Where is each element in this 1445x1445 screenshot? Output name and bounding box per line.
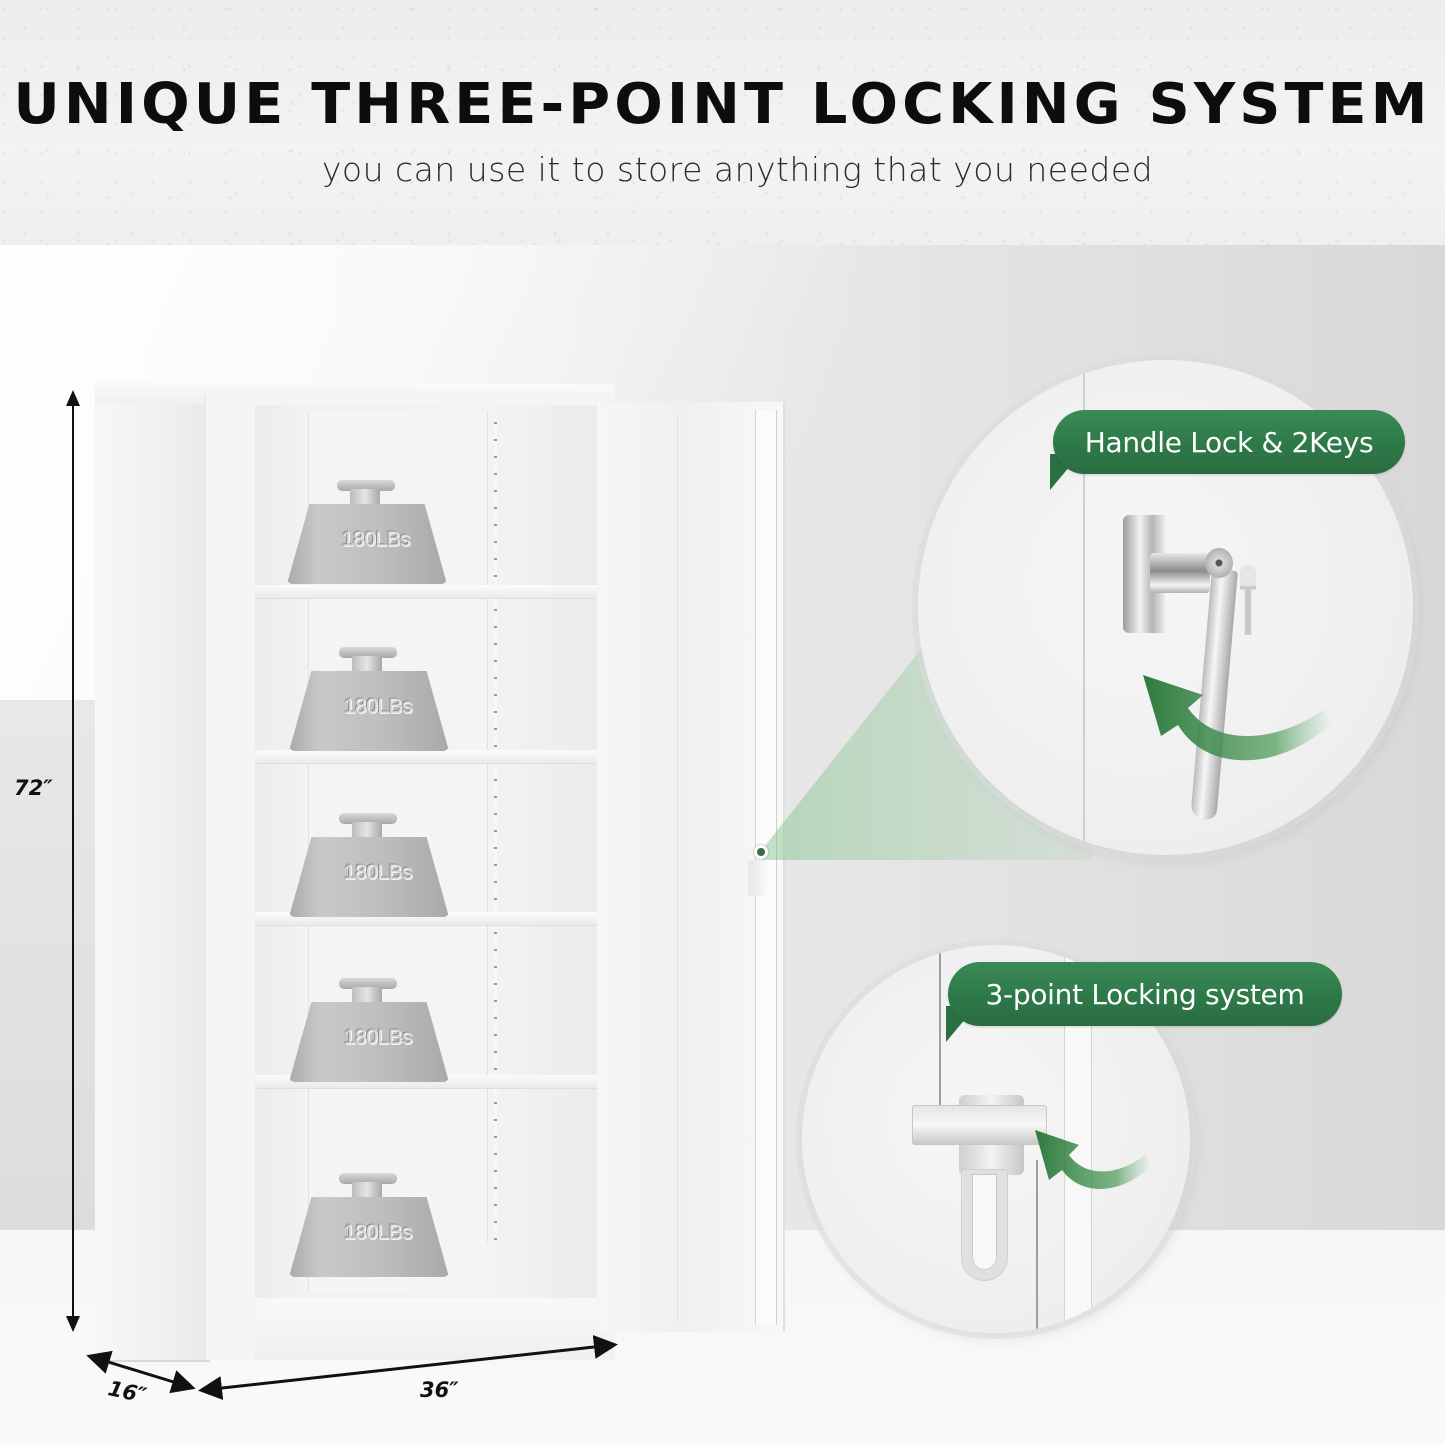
arrow-up-icon — [66, 390, 80, 406]
base-dimension-arrows-icon — [86, 1335, 618, 1400]
callout-three-point-lock-label: 3-point Locking system — [985, 977, 1305, 1011]
weight-icon: 180LBs — [287, 480, 447, 590]
weight-label: 180LBs — [343, 695, 413, 718]
callout-handle-lock: Handle Lock & 2Keys — [1053, 410, 1405, 474]
door-latch — [748, 860, 768, 896]
latch-handle — [962, 1170, 1007, 1280]
shelf-2 — [255, 750, 597, 764]
weight-icon: 180LBs — [289, 1173, 449, 1283]
green-curved-arrow-icon — [1143, 675, 1333, 761]
callout-handle-lock-label: Handle Lock & 2Keys — [1084, 425, 1374, 459]
lock-point-marker-icon — [754, 845, 768, 859]
weight-icon: 180LBs — [289, 978, 449, 1088]
weight-label: 180LBs — [343, 1221, 413, 1244]
height-label: 72″ — [14, 776, 53, 800]
weight-label: 180LBs — [343, 1026, 413, 1049]
lock-rod-upper — [939, 945, 941, 1145]
latch-lock-icon — [912, 1105, 1047, 1145]
wall-shadow — [0, 700, 100, 1240]
key-icon — [1240, 565, 1256, 635]
door-seam — [1083, 360, 1085, 855]
weight-label: 180LBs — [341, 528, 411, 551]
weight-label: 180LBs — [343, 861, 413, 884]
shelf-1 — [255, 585, 597, 599]
callout-three-point-lock: 3-point Locking system — [948, 962, 1342, 1026]
arrow-down-icon — [66, 1316, 80, 1332]
door-panel-line — [677, 412, 678, 1322]
key-cylinder-icon — [1205, 548, 1233, 578]
width-label: 36″ — [420, 1378, 459, 1402]
green-curved-arrow-icon — [1035, 1130, 1152, 1189]
weight-icon: 180LBs — [289, 813, 449, 923]
weight-icon: 180LBs — [289, 647, 449, 757]
page-title: UNIQUE THREE-POINT LOCKING SYSTEM — [13, 72, 1432, 137]
lock-rod-lower — [1036, 1160, 1038, 1333]
cabinet-left-door — [95, 385, 210, 1360]
header-banner: UNIQUE THREE-POINT LOCKING SYSTEM you ca… — [0, 0, 1445, 245]
shelf-adjustment-rail — [487, 412, 501, 1242]
height-dimension-line — [72, 395, 74, 1330]
page-subtitle: you can use it to store anything that yo… — [321, 150, 1154, 189]
handle-barrel — [1150, 553, 1210, 593]
